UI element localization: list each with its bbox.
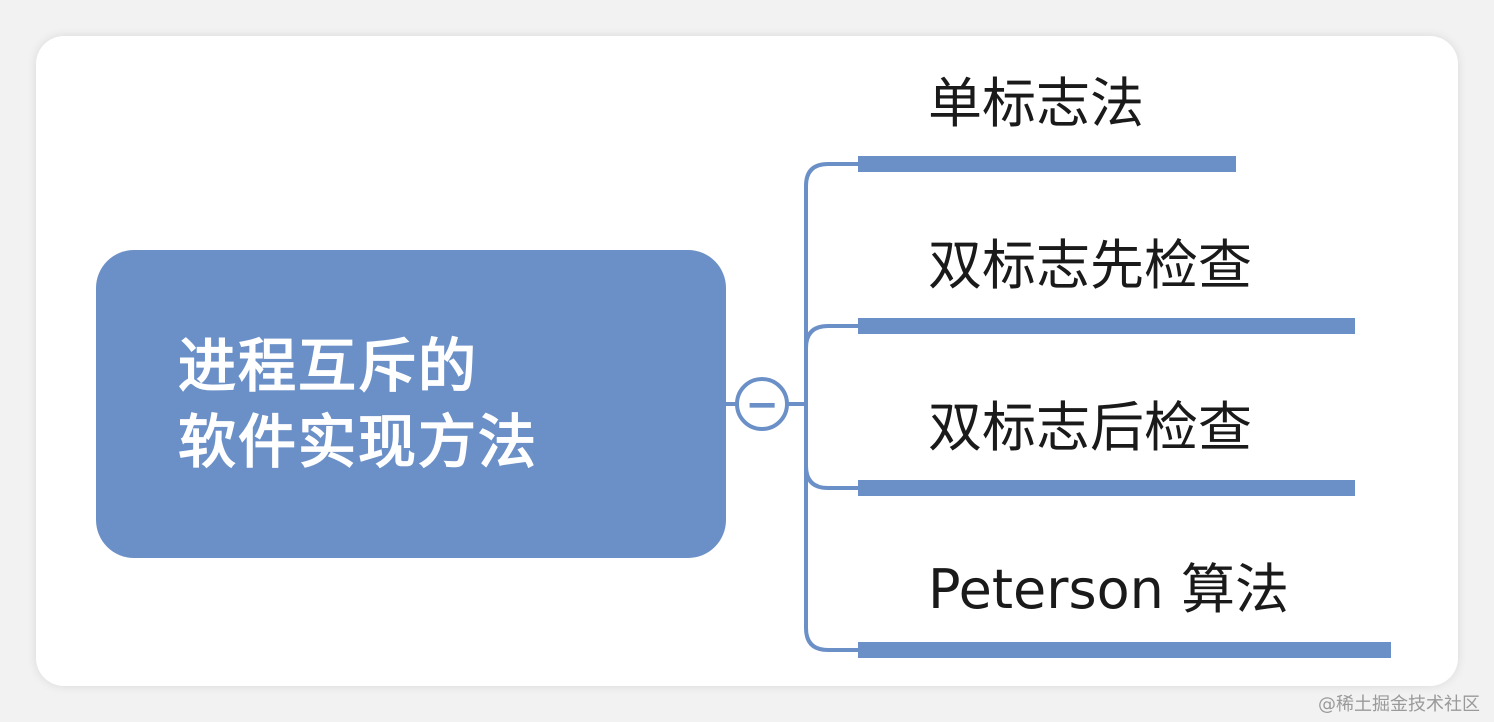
collapse-toggle-button[interactable]: − — [735, 377, 789, 431]
elbow-branch-2 — [804, 324, 858, 349]
elbow-branch-1 — [804, 162, 858, 187]
root-title-line-1: 进程互斥的 — [178, 332, 479, 400]
branch-underline-4 — [858, 642, 1391, 658]
branch-label-2[interactable]: 双标志先检查 — [928, 234, 1252, 297]
collapse-toggle-circle — [735, 377, 789, 431]
branch-underline-3 — [858, 480, 1355, 496]
elbow-branch-4 — [804, 627, 858, 652]
branch-underline-1 — [858, 156, 1236, 172]
minus-icon: − — [745, 382, 779, 428]
elbow-branch-3 — [804, 465, 858, 490]
watermark: @稀土掘金技术社区 — [1318, 694, 1480, 715]
root-node[interactable]: 进程互斥的 软件实现方法 — [96, 250, 726, 558]
root-title-line-2: 软件实现方法 — [178, 408, 539, 476]
branch-label-3[interactable]: 双标志后检查 — [928, 396, 1252, 459]
branch-underline-2 — [858, 318, 1355, 334]
branch-label-4[interactable]: Peterson 算法 — [928, 558, 1290, 621]
branch-label-1[interactable]: 单标志法 — [928, 72, 1144, 135]
